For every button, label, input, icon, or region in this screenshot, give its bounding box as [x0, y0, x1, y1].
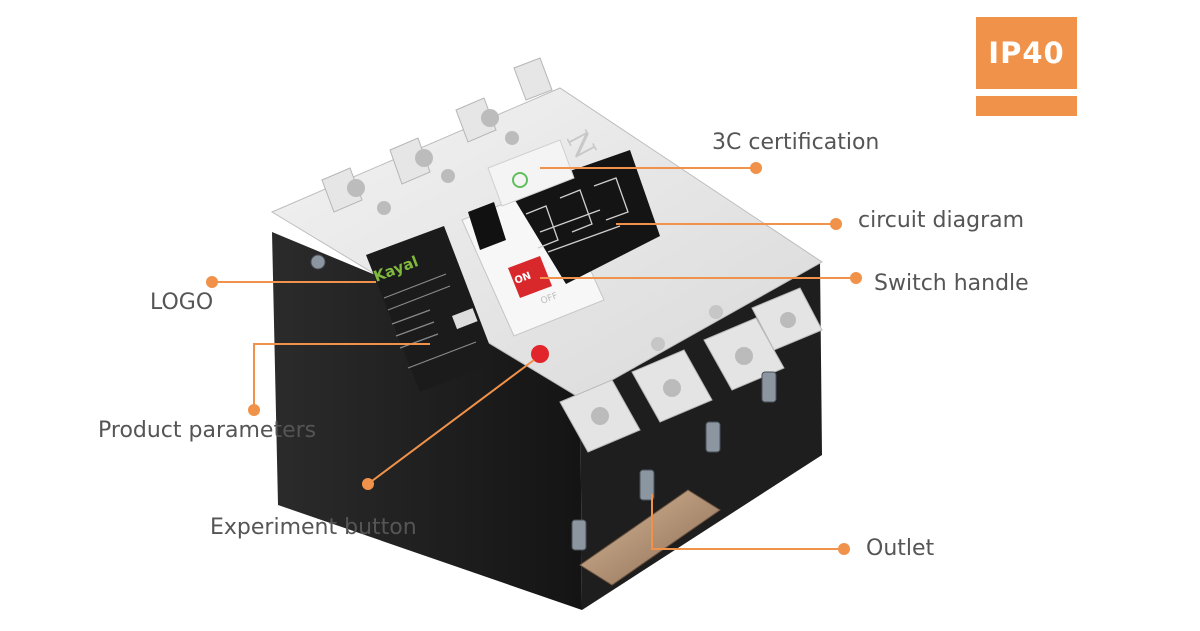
certification-mark — [512, 172, 528, 188]
label-outlet: Outlet — [866, 536, 935, 561]
ip-rating-badge: IP40 — [976, 17, 1077, 116]
label-plate-lines — [383, 273, 477, 369]
parameter-label-plate — [366, 226, 496, 392]
leader-outlet — [651, 494, 844, 550]
corner-screw — [310, 254, 326, 270]
switch-on-plate — [508, 256, 552, 298]
leader-product-parameters — [253, 343, 430, 410]
label-certification: 3C certification — [712, 130, 880, 155]
label-switch-handle: Switch handle — [874, 271, 1029, 296]
experiment-button-device — [531, 345, 549, 363]
ip-rating-badge-top: IP40 — [976, 17, 1077, 89]
rated-current-box — [452, 308, 478, 330]
callout-dots — [206, 162, 862, 555]
callout-lines — [212, 167, 856, 550]
terminal-screws — [571, 371, 777, 551]
switch-toggle — [468, 202, 506, 250]
label-experiment-button: Experiment button — [210, 515, 417, 540]
top-terminals — [321, 57, 553, 213]
ip-rating-text: IP40 — [988, 36, 1065, 70]
leader-experiment-button — [367, 359, 535, 485]
circuit-diagram-lines — [525, 177, 629, 253]
breaker-left-side — [272, 232, 582, 610]
bottom-terminals — [559, 287, 823, 453]
label-product-parameters: Product parameters — [98, 418, 317, 443]
label-circuit-diagram: circuit diagram — [858, 208, 1025, 233]
top-terminal-holes — [347, 109, 519, 215]
certification-plate — [487, 139, 575, 207]
label-logo: LOGO — [150, 290, 214, 315]
ip-rating-badge-bar — [976, 96, 1077, 116]
